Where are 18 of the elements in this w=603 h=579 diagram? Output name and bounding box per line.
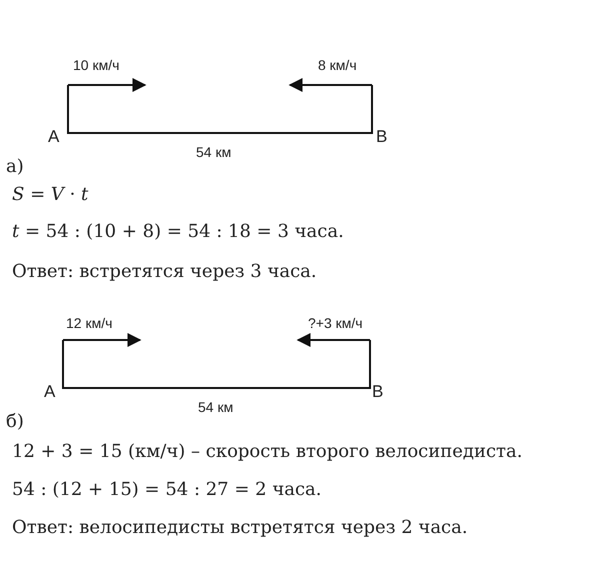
speed-label: 8 км/ч	[318, 58, 357, 74]
equation: t = 54 : (10 + 8) = 54 : 18 = 3 часа.	[12, 222, 344, 242]
equation: 54 : (12 + 15) = 54 : 27 = 2 часа.	[12, 480, 322, 500]
distance-label: 54 км	[198, 400, 234, 416]
speed-label: 12 км/ч	[66, 316, 112, 332]
point-label: A	[44, 383, 56, 402]
point-label: B	[372, 383, 384, 402]
part-label: а)	[6, 157, 24, 177]
speed-label: 10 км/ч	[73, 58, 120, 74]
answer-text: Ответ: встретятся через 3 часа.	[12, 262, 317, 282]
point-label: A	[48, 128, 60, 147]
speed-label: ?+3 км/ч	[308, 316, 363, 332]
equation: 12 + 3 = 15 (км/ч) – скорость второго велосипедиста.	[12, 442, 522, 462]
formula: S = V · t	[12, 185, 88, 205]
answer-text: Ответ: велосипедисты встретятся через 2 часа.	[12, 518, 468, 538]
part-label: б)	[6, 412, 24, 432]
distance-label: 54 км	[196, 145, 232, 160]
point-label: B	[376, 128, 388, 147]
